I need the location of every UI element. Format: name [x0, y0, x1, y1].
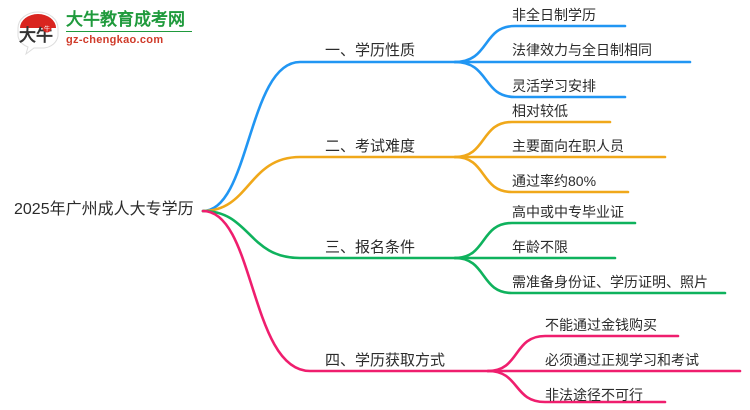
branch-label-1[interactable]: 一、学历性质	[325, 42, 416, 59]
leaf-label-4-3[interactable]: 非法途径不可行	[545, 387, 643, 403]
leaf-label-3-3[interactable]: 需准备身份证、学历证明、照片	[512, 274, 708, 290]
leaf-label-2-2[interactable]: 主要面向在职人员	[512, 138, 624, 154]
logo-domain: gz-chengkao.com	[66, 34, 164, 46]
leaf-label-3-2[interactable]: 年龄不限	[512, 239, 568, 255]
leaf-label-2-1[interactable]: 相对较低	[512, 103, 568, 119]
leaf-label-1-1[interactable]: 非全日制学历	[512, 7, 596, 23]
leaf-label-2-3[interactable]: 通过率约80%	[512, 173, 597, 189]
branch-connector-3	[201, 209, 727, 295]
logo-mark-icon: 大牛 牛	[17, 11, 59, 56]
branch-label-2[interactable]: 二、考试难度	[325, 138, 416, 155]
leaf-label-4-2[interactable]: 必须通过正规学习和考试	[545, 352, 699, 368]
site-logo: 大牛 牛 大牛教育成考网 gz-chengkao.com	[14, 6, 199, 58]
logo-title: 大牛教育成考网	[66, 10, 185, 29]
leaf-label-1-3[interactable]: 灵活学习安排	[512, 78, 596, 94]
svg-text:牛: 牛	[44, 25, 50, 33]
branch-connector-4	[201, 209, 742, 404]
logo-divider	[66, 31, 192, 32]
leaf-label-1-2[interactable]: 法律效力与全日制相同	[512, 42, 652, 58]
branch-label-3[interactable]: 三、报名条件	[325, 239, 416, 256]
leaf-label-4-1[interactable]: 不能通过金钱购买	[545, 317, 657, 333]
branch-label-4[interactable]: 四、学历获取方式	[325, 352, 446, 369]
leaf-label-3-1[interactable]: 高中或中专毕业证	[512, 204, 624, 220]
logo-text: 大牛教育成考网 gz-chengkao.com	[66, 10, 198, 46]
root-node-label[interactable]: 2025年广州成人大专学历	[14, 201, 194, 218]
branch-connector-2	[201, 120, 667, 213]
branch-connector-1	[201, 24, 692, 213]
